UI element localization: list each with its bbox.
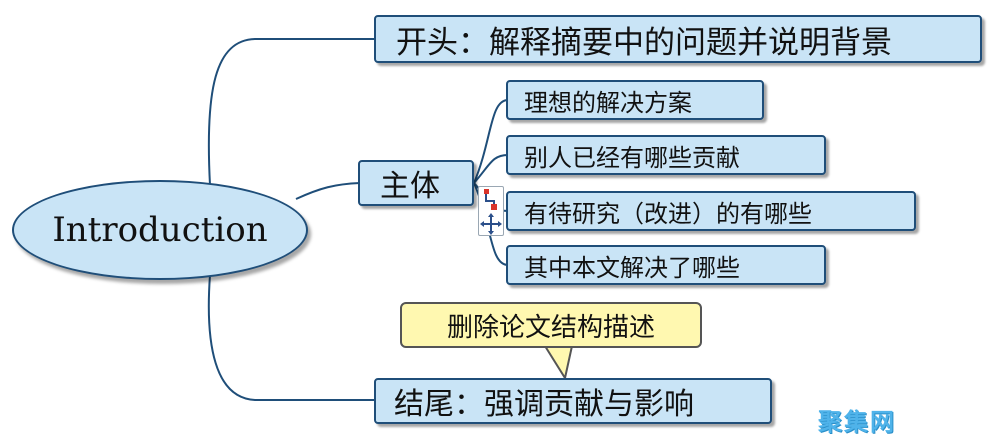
- branch-node-label: 主体: [380, 169, 440, 204]
- branch-node-ending[interactable]: 结尾：强调贡献与影响: [374, 378, 772, 424]
- connector-ending: [207, 274, 376, 401]
- branch-node-label: 结尾：强调贡献与影响: [394, 387, 694, 422]
- branch-node-label: 开头：解释摘要中的问题并说明背景: [396, 24, 892, 61]
- branch-node-opening[interactable]: 开头：解释摘要中的问题并说明背景: [374, 15, 982, 63]
- sub-node-open-problems[interactable]: 有待研究（改进）的有哪些: [506, 191, 916, 231]
- connector-handle-icon: [484, 189, 497, 210]
- sub-node-ideal-solution[interactable]: 理想的解决方案: [506, 80, 764, 120]
- sub-node-label: 其中本文解决了哪些: [524, 253, 740, 282]
- root-node-introduction[interactable]: Introduction: [12, 180, 308, 280]
- connector-body: [295, 182, 361, 200]
- sub-node-this-paper-solves[interactable]: 其中本文解决了哪些: [506, 245, 826, 285]
- connector-sub-1: [473, 154, 509, 184]
- watermark-logo: 聚集网: [818, 408, 896, 436]
- root-node-label: Introduction: [52, 210, 268, 250]
- sub-node-label: 理想的解决方案: [524, 88, 692, 117]
- sub-node-label: 有待研究（改进）的有哪些: [524, 199, 812, 228]
- branch-node-body[interactable]: 主体: [358, 160, 474, 206]
- move-icon: [480, 213, 502, 235]
- connector-sub-0: [473, 99, 509, 184]
- connector-opening: [207, 38, 376, 186]
- sub-node-label: 别人已经有哪些贡献: [524, 143, 740, 172]
- callout-text: 删除论文结构描述: [446, 312, 655, 343]
- node-drag-handle[interactable]: [478, 186, 504, 236]
- callout-pointer: [544, 345, 573, 381]
- sub-node-prior-contributions[interactable]: 别人已经有哪些贡献: [506, 135, 826, 175]
- callout-note[interactable]: 删除论文结构描述: [400, 302, 702, 348]
